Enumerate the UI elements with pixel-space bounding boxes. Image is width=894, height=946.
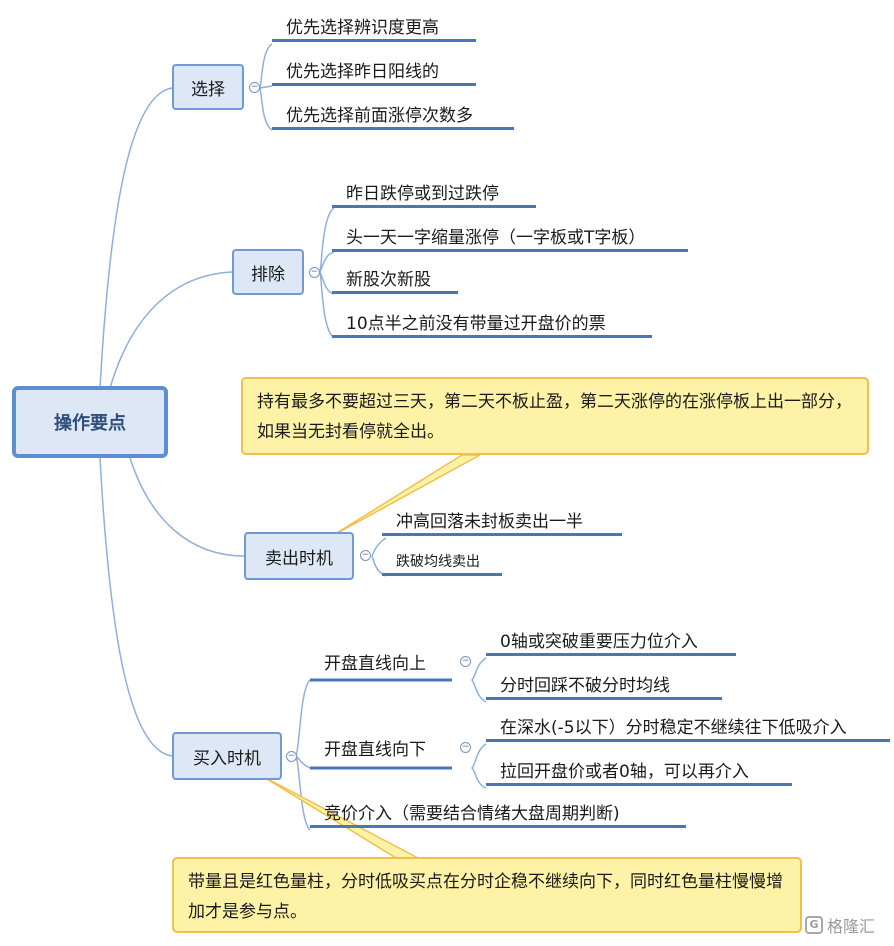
- collapse-icon[interactable]: −: [360, 550, 371, 561]
- select-item-3[interactable]: 优先选择前面涨停次数多: [272, 102, 514, 130]
- watermark-text: 格隆汇: [827, 917, 876, 936]
- watermark: G 格隆汇: [805, 912, 875, 938]
- connector-sub2-leaves: [470, 743, 487, 789]
- exclude-item-1[interactable]: 昨日跌停或到过跌停: [332, 180, 536, 208]
- exclude-item-2[interactable]: 头一天一字缩量涨停（一字板或T字板）: [332, 224, 688, 252]
- connector-root-buy: [99, 457, 173, 757]
- buy-note: 带量且是红色量柱，分时低吸买点在分时企稳不继续向下，同时红色量柱慢慢增加才是参与…: [172, 857, 802, 933]
- branch-sell[interactable]: 卖出时机: [244, 532, 354, 580]
- connector-root-exclude: [109, 271, 233, 389]
- sell-item-2[interactable]: 跌破均线卖出: [382, 548, 502, 576]
- select-item-1[interactable]: 优先选择辨识度更高: [272, 14, 476, 42]
- gelonghui-logo-icon: G: [805, 916, 823, 934]
- branch-buy[interactable]: 买入时机: [172, 732, 282, 780]
- branch-select-label: 选择: [191, 79, 225, 100]
- buy-sub1-item-2[interactable]: 分时回踩不破分时均线: [486, 672, 722, 700]
- sell-item-1[interactable]: 冲高回落未封板卖出一半: [382, 508, 622, 536]
- select-item-2[interactable]: 优先选择昨日阳线的: [272, 58, 476, 86]
- branch-exclude[interactable]: 排除: [232, 249, 304, 295]
- branch-sell-label: 卖出时机: [265, 548, 333, 569]
- collapse-icon[interactable]: −: [286, 751, 297, 762]
- exclude-item-4[interactable]: 10点半之前没有带量过开盘价的票: [332, 310, 652, 338]
- sell-note-pointer: [331, 454, 481, 537]
- connector-root-select: [99, 87, 173, 389]
- buy-sub-2[interactable]: 开盘直线向下: [324, 740, 426, 760]
- connector-sub1-leaves: [471, 657, 487, 703]
- exclude-item-3[interactable]: 新股次新股: [332, 266, 458, 294]
- buy-sub-1[interactable]: 开盘直线向上: [324, 654, 426, 674]
- branch-select[interactable]: 选择: [172, 64, 244, 110]
- buy-sub2-item-1[interactable]: 在深水(-5以下）分时稳定不继续往下低吸介入: [486, 714, 890, 742]
- connector-buy-subs: [295, 679, 311, 831]
- buy-sub2-item-2[interactable]: 拉回开盘价或者0轴，可以再介入: [486, 758, 792, 786]
- collapse-icon[interactable]: −: [309, 267, 320, 278]
- connector-root-sell: [129, 457, 245, 557]
- root-label: 操作要点: [54, 413, 126, 434]
- buy-extra-item[interactable]: 竞价介入（需要结合情绪大盘周期判断): [310, 800, 686, 828]
- root-node[interactable]: 操作要点: [12, 386, 168, 458]
- collapse-icon[interactable]: −: [460, 742, 471, 753]
- collapse-icon[interactable]: −: [249, 82, 260, 93]
- buy-sub1-item-1[interactable]: 0轴或突破重要压力位介入: [486, 628, 736, 656]
- collapse-icon[interactable]: −: [460, 656, 471, 667]
- sell-note: 持有最多不要超过三天，第二天不板止盈，第二天涨停的在涨停板上出一部分，如果当无封…: [241, 377, 869, 455]
- branch-buy-label: 买入时机: [193, 748, 261, 769]
- connector-sell-leaves: [371, 537, 387, 577]
- branch-exclude-label: 排除: [251, 264, 285, 285]
